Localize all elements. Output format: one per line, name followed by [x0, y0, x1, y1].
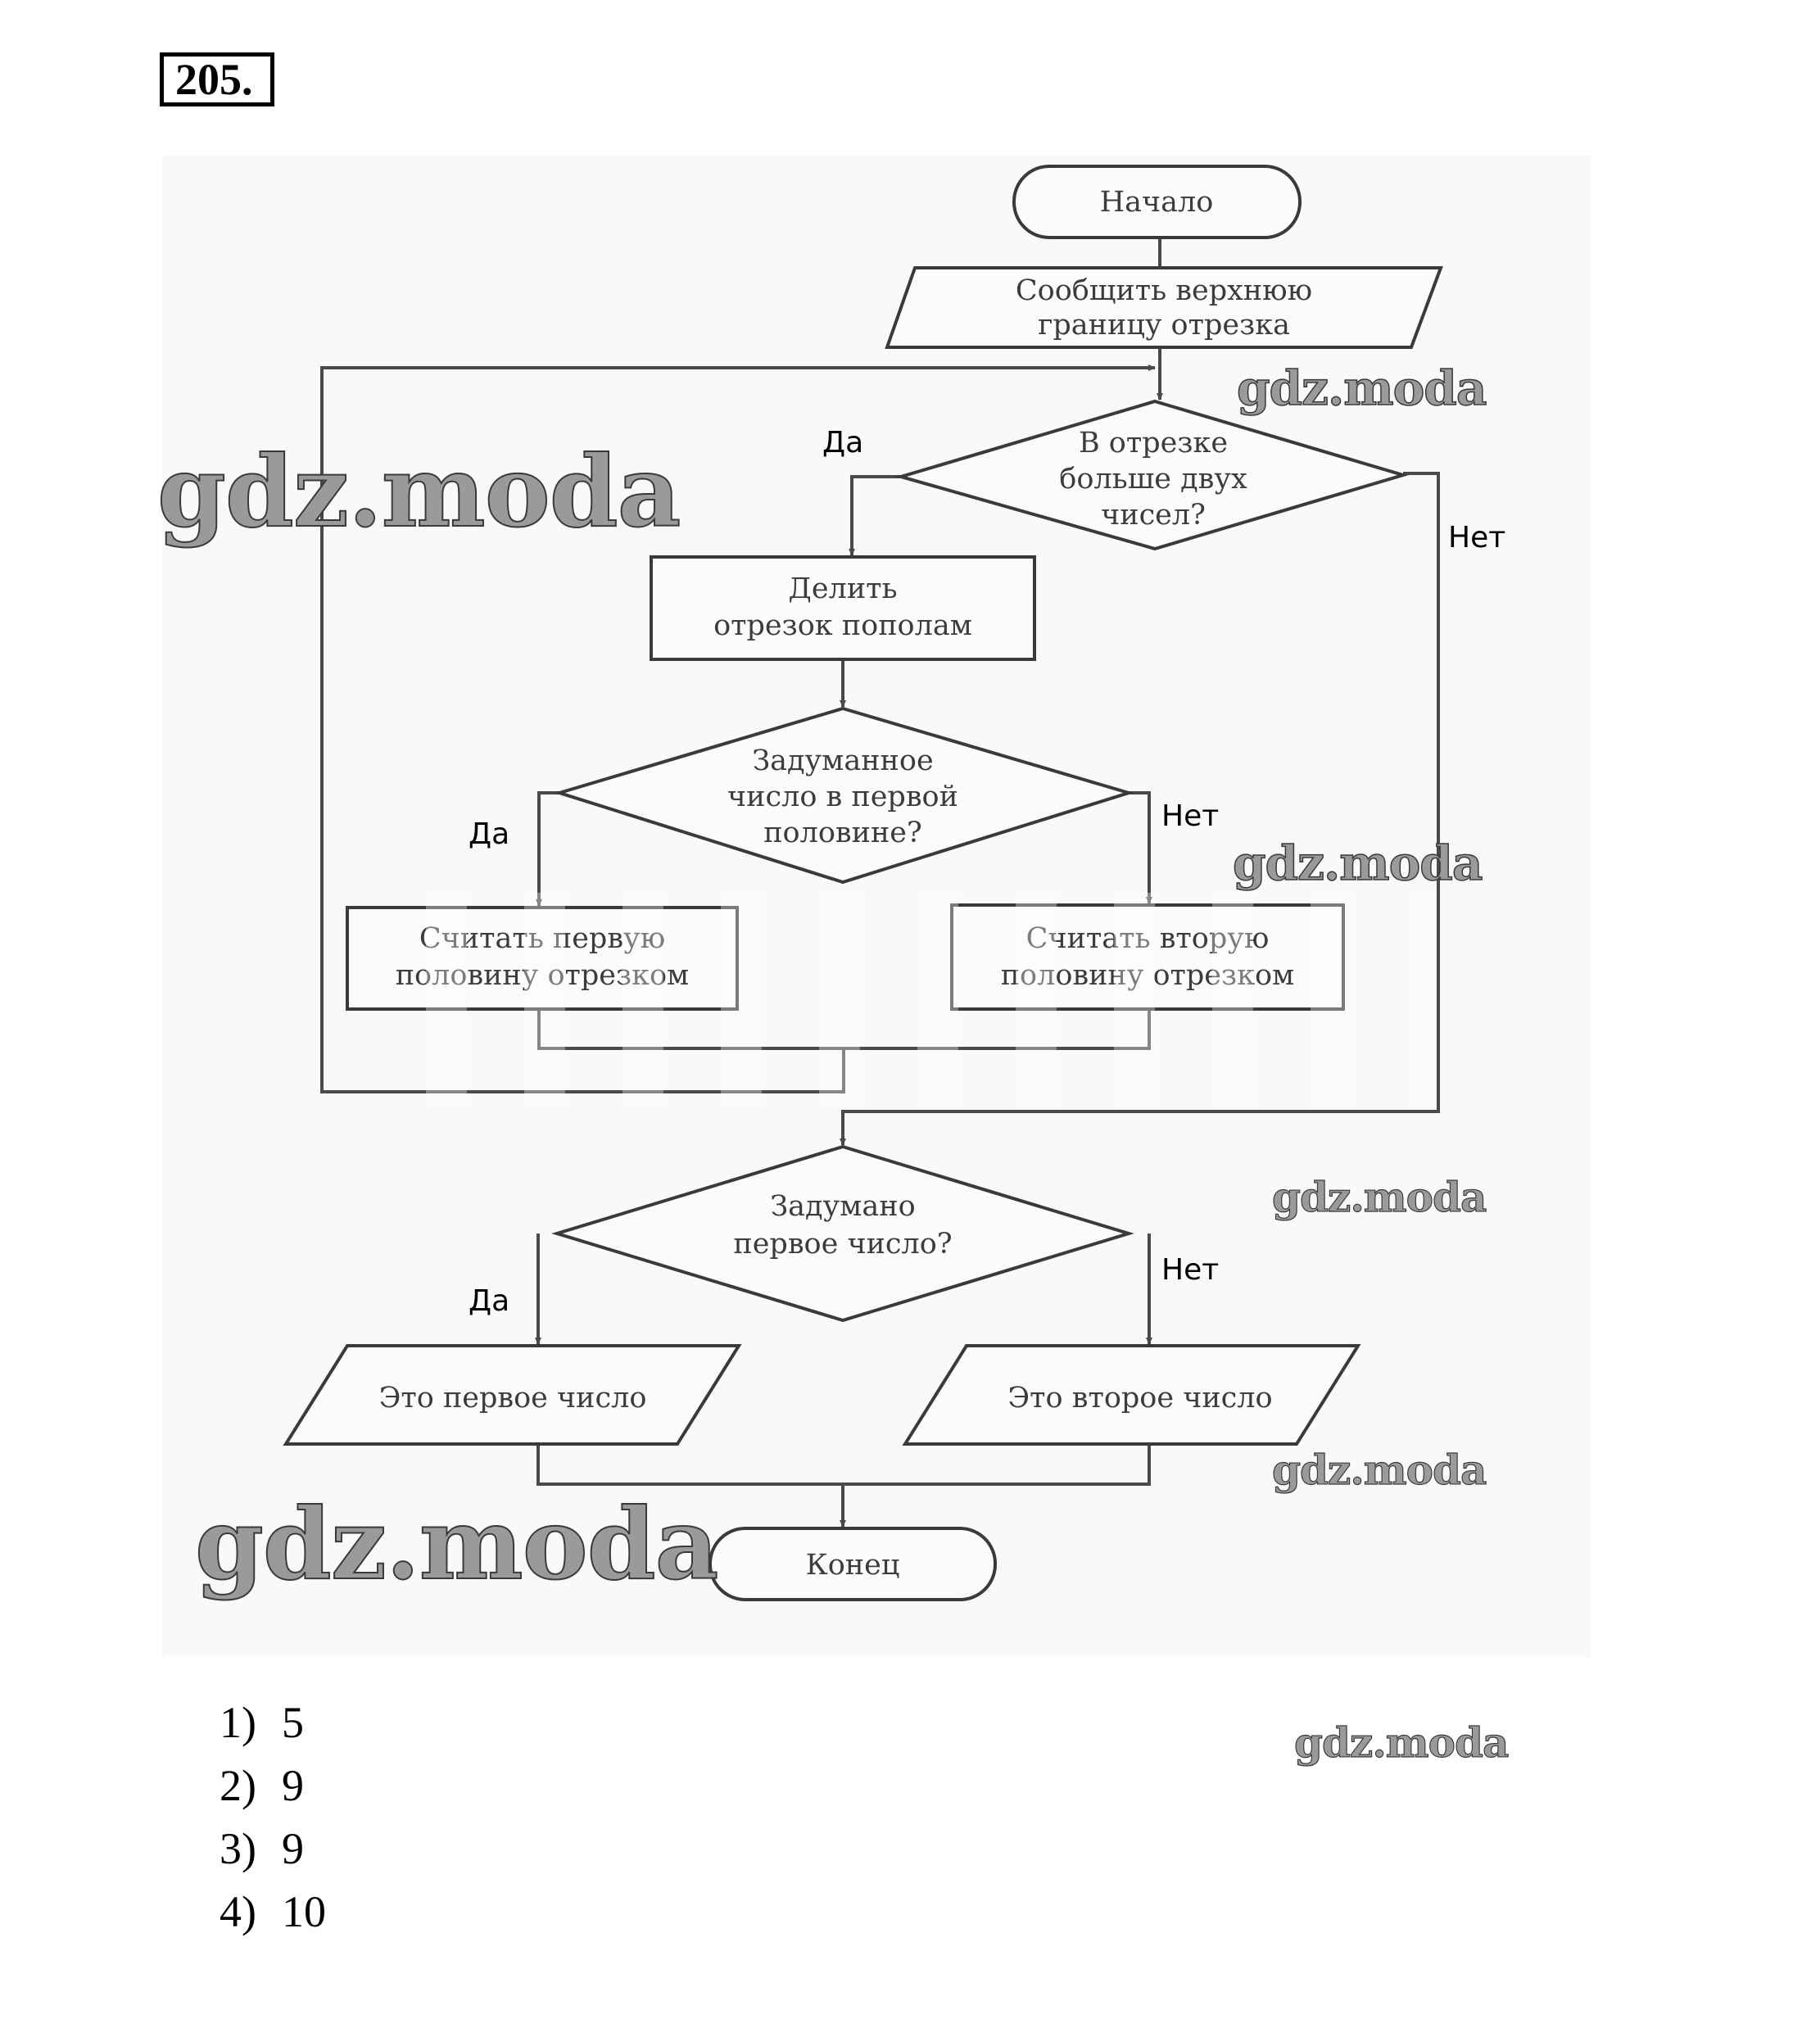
svg-text:Задуманное: Задуманное	[752, 745, 933, 777]
answer-value: 9	[282, 1761, 304, 1810]
node-text: Считать первую	[419, 922, 665, 955]
edge-cond2-no	[1129, 791, 1152, 904]
node-cond2: Задуманное число в первой половине?	[554, 706, 1134, 885]
node-start: Начало	[1012, 165, 1302, 239]
answer-list: 1) 5 2) 9 3) 9 4) 10	[220, 1691, 326, 1944]
edge-second-half-merge	[844, 1009, 1151, 1050]
node-text: первое число?	[733, 1228, 952, 1261]
branch-label-no: Нет	[1448, 521, 1506, 555]
answer-number: 4)	[220, 1887, 256, 1936]
node-text: Сообщить верхнюю	[1016, 274, 1312, 307]
node-text: Это первое число	[379, 1382, 647, 1415]
task-number: 205.	[160, 52, 274, 106]
branch-label-no: Нет	[1161, 799, 1220, 833]
svg-text:половину отрезком: половину отрезком	[1001, 959, 1295, 992]
answer-value: 9	[282, 1824, 304, 1873]
svg-text:Считать вторую: Считать вторую	[1026, 922, 1270, 955]
edge-cond1-yes	[849, 475, 901, 556]
svg-text:больше двух: больше двух	[1059, 463, 1247, 496]
node-text: больше двух	[1059, 463, 1247, 496]
node-end: Конец	[709, 1527, 997, 1601]
watermark: gdz.moda	[194, 1486, 719, 1603]
connectors	[320, 238, 1440, 1528]
edge-out-second-merge	[843, 1444, 1151, 1486]
answer-option: 1) 5	[220, 1691, 326, 1754]
watermark: gdz.moda	[1271, 1445, 1487, 1494]
node-text: Задумано	[770, 1190, 915, 1223]
node-text: Задуманное	[752, 745, 933, 777]
node-text: Делить	[788, 573, 897, 605]
node-text: границу отрезка	[1038, 309, 1290, 342]
svg-text:границу отрезка: границу отрезка	[1038, 309, 1290, 342]
node-text: половину отрезком	[1001, 959, 1295, 992]
node-cond1: В отрезке больше двух чисел?	[894, 399, 1410, 551]
svg-text:Делить: Делить	[788, 573, 897, 605]
edge-cond1-no	[840, 472, 1440, 1146]
answer-value: 5	[282, 1698, 304, 1747]
answer-value: 10	[282, 1887, 326, 1936]
svg-text:Считать первую: Считать первую	[419, 922, 665, 955]
edge-cond2-yes	[536, 791, 559, 907]
node-divide: Делить отрезок пополам	[650, 555, 1036, 661]
node-text: Считать вторую	[1026, 922, 1270, 955]
node-out-second: Это второе число	[902, 1344, 1361, 1446]
svg-text:Это первое число: Это первое число	[379, 1382, 647, 1415]
svg-text:отрезок пополам: отрезок пополам	[713, 609, 972, 642]
answer-number: 3)	[220, 1824, 256, 1873]
watermark: gdz.moda	[1293, 1718, 1510, 1767]
watermark: gdz.moda	[1271, 1172, 1487, 1221]
svg-text:Конец: Конец	[806, 1549, 900, 1582]
node-text: В отрезке	[1079, 427, 1228, 459]
svg-text:половину отрезком: половину отрезком	[396, 959, 690, 992]
svg-text:В отрезке: В отрезке	[1079, 427, 1228, 459]
svg-text:половине?: половине?	[763, 817, 922, 849]
edge-first-half-merge	[537, 1009, 844, 1050]
branch-label-yes: Да	[822, 426, 864, 459]
answer-number: 1)	[220, 1698, 256, 1747]
edge-out-first-merge	[536, 1444, 843, 1486]
watermark: gdz.moda	[1232, 835, 1483, 892]
svg-text:Начало: Начало	[1100, 186, 1214, 219]
answer-option: 2) 9	[220, 1754, 326, 1818]
node-text: число в первой	[727, 781, 958, 813]
svg-text:Сообщить верхнюю: Сообщить верхнюю	[1016, 274, 1312, 307]
svg-text:число в первой: число в первой	[727, 781, 958, 813]
node-input: Сообщить верхнюю границу отрезка	[885, 266, 1443, 349]
branch-label-yes: Да	[469, 1284, 510, 1318]
node-text: Начало	[1100, 186, 1214, 219]
branch-label-no: Нет	[1161, 1253, 1220, 1287]
node-out-first: Это первое число	[283, 1344, 742, 1446]
node-first-half: Считать первую половину отрезком	[346, 906, 739, 1011]
svg-text:первое число?: первое число?	[733, 1228, 952, 1261]
watermark: gdz.moda	[156, 433, 681, 550]
node-text: отрезок пополам	[713, 609, 972, 642]
node-text: чисел?	[1101, 499, 1206, 532]
node-text: половину отрезком	[396, 959, 690, 992]
node-text: половине?	[763, 817, 922, 849]
node-text: Конец	[806, 1549, 900, 1582]
watermark: gdz.moda	[1236, 360, 1487, 417]
node-text: Это второе число	[1007, 1382, 1272, 1415]
svg-text:Задумано: Задумано	[770, 1190, 915, 1223]
edge-loop-back	[320, 364, 1156, 1093]
svg-text:чисел?: чисел?	[1101, 499, 1206, 532]
svg-text:Это второе число: Это второе число	[1007, 1382, 1272, 1415]
answer-option: 3) 9	[220, 1818, 326, 1881]
node-cond3: Задумано первое число?	[551, 1144, 1134, 1323]
branch-label-yes: Да	[469, 817, 510, 851]
node-second-half: Считать вторую половину отрезком	[950, 903, 1345, 1011]
answer-number: 2)	[220, 1761, 256, 1810]
answer-option: 4) 10	[220, 1881, 326, 1944]
